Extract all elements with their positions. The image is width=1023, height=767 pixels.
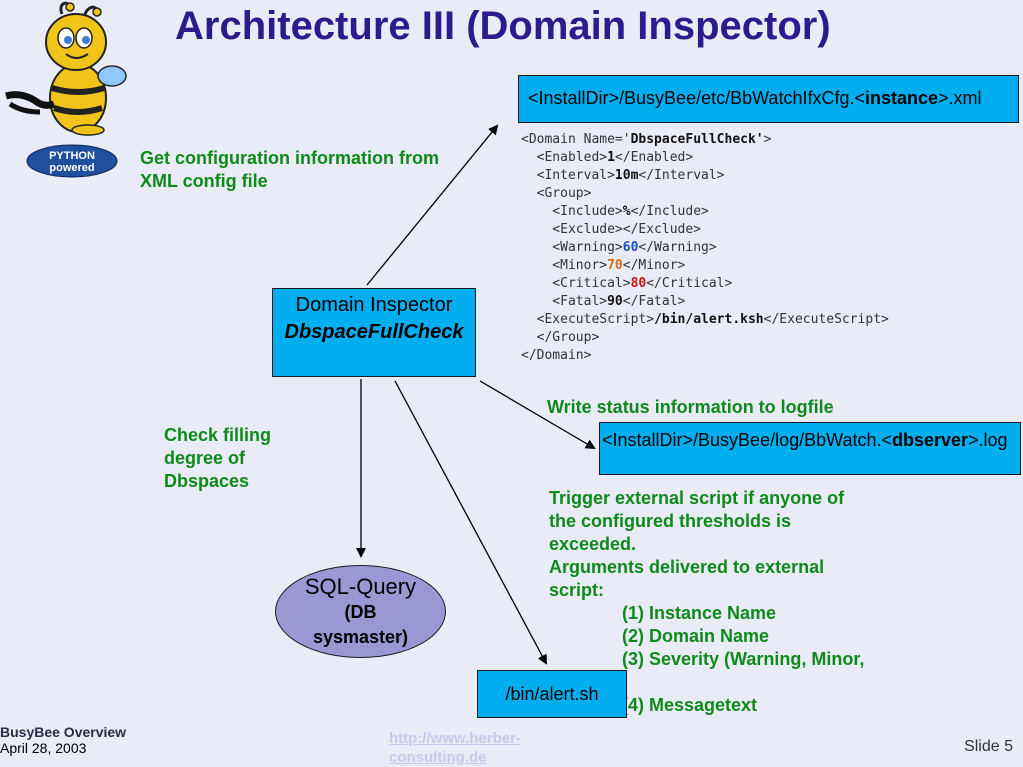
sql-query-ellipse: SQL-Query (DB sysmaster) [275, 565, 446, 658]
inspector-line2: DbspaceFullCheck [284, 321, 464, 343]
config-prefix: <InstallDir>/BusyBee/etc/BbWatchIfxCfg.< [528, 88, 865, 108]
footer-info: BusyBee Overview April 28, 2003 [0, 724, 126, 756]
footer-url-link[interactable]: http://www.herber-consulting.de [389, 730, 521, 766]
xml-config-code: <Domain Name='DbspaceFullCheck'> <Enable… [521, 132, 889, 363]
label-check-dbspaces: Check filling degree of Dbspaces [164, 425, 272, 491]
log-file-box: <InstallDir>/BusyBee/log/BbWatch.<dbserv… [599, 422, 1021, 475]
trigger-description: Trigger external script if anyone of the… [548, 487, 889, 717]
badge-line1: PYTHON [49, 150, 95, 162]
sql-line1: SQL-Query [304, 574, 417, 599]
log-suffix: >.log [968, 430, 1008, 450]
label-config: Get configuration information from XML c… [140, 148, 439, 191]
inspector-line1: Domain Inspector [295, 294, 453, 316]
config-file-box: <InstallDir>/BusyBee/etc/BbWatchIfxCfg.<… [518, 75, 1019, 123]
slide-title: Architecture III (Domain Inspector) [175, 4, 831, 48]
footer-name: BusyBee Overview [0, 724, 127, 740]
log-bold: dbserver [891, 430, 969, 450]
arrow-to-logfile [479, 380, 596, 450]
footer-date: April 28, 2003 [0, 740, 87, 756]
arg-list: (1) Instance Name (2) Domain Name (3) Se… [548, 603, 865, 715]
badge-line2: powered [49, 162, 94, 174]
log-prefix: <InstallDir>/BusyBee/log/BbWatch.< [602, 430, 892, 450]
label-logfile: Write status information to logfile [547, 397, 834, 417]
bee-mascot-icon [5, 1, 127, 136]
domain-inspector-box: Domain Inspector DbspaceFullCheck [272, 288, 476, 377]
alert-script-box: /bin/alert.sh [477, 670, 627, 718]
arrow-to-config [366, 124, 499, 286]
sql-line2: (DB sysmaster) [312, 602, 409, 647]
config-suffix: >.xml [938, 88, 982, 108]
python-powered-badge: PYTHON powered [26, 144, 118, 178]
arrow-to-alert [394, 380, 547, 665]
config-bold: instance [864, 88, 939, 108]
slide-number: Slide 5 [964, 738, 1013, 755]
